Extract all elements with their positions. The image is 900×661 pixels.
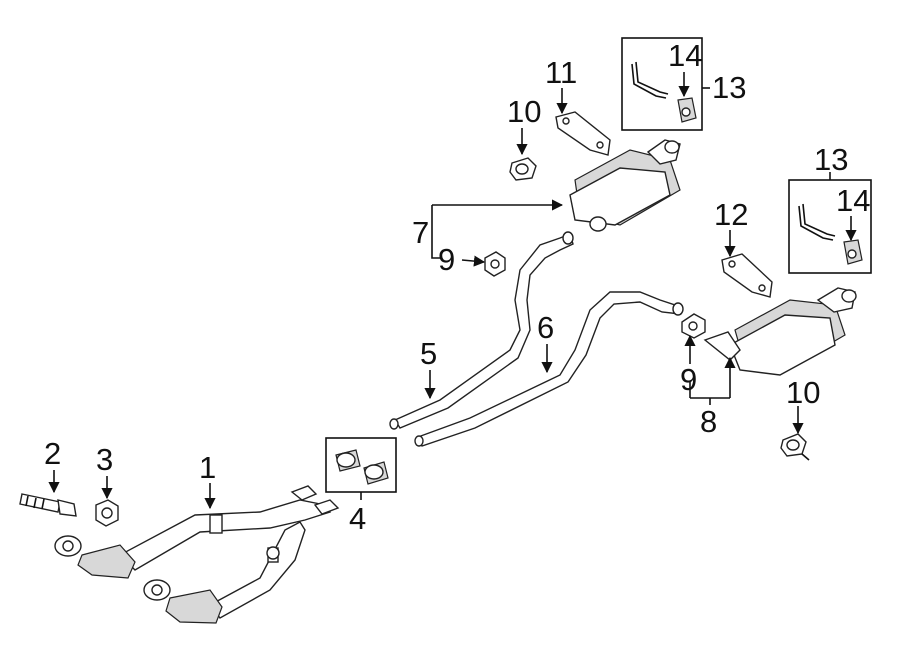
callout-11: 11 (545, 55, 577, 90)
callout-5: 5 (420, 336, 437, 371)
part-9-clamps (484, 251, 706, 339)
callout-4: 4 (349, 501, 366, 536)
callout-13-upper: 13 (712, 70, 746, 105)
part-6-intermediate-pipe-right (414, 291, 684, 447)
part-8-muffler-right (703, 287, 857, 376)
callout-10-left: 10 (507, 94, 541, 129)
callout-10-right: 10 (786, 375, 820, 410)
part-10-hanger-insulators (509, 157, 810, 461)
callout-1: 1 (199, 450, 216, 485)
callout-6: 6 (537, 310, 554, 345)
part-11-bracket-left (555, 111, 611, 156)
callout-2: 2 (44, 436, 61, 471)
callout-13-lower: 13 (814, 142, 848, 177)
callout-9-left: 9 (438, 242, 455, 277)
callout-14-upper: 14 (668, 38, 702, 73)
part-4-clamp-kit (325, 437, 397, 500)
callout-9-right: 9 (680, 362, 697, 397)
part-2-stud (19, 493, 77, 517)
callout-3: 3 (96, 442, 113, 477)
part-12-bracket-right (721, 253, 773, 298)
part-5-intermediate-pipe-left (389, 231, 574, 430)
part-13-hanger-kit-upper (621, 37, 703, 131)
callout-14-lower: 14 (836, 183, 870, 218)
part-1-y-pipe-converters (54, 485, 340, 624)
callout-7: 7 (412, 215, 429, 250)
part-3-nut (95, 499, 119, 527)
part-13-hanger-kit-lower (788, 179, 872, 274)
callout-8: 8 (700, 404, 717, 439)
leader-lines (48, 72, 857, 510)
part-7-muffler-left (569, 139, 681, 232)
callout-12: 12 (714, 197, 748, 232)
callout-labels: 1 2 3 4 5 6 7 8 9 9 10 10 11 12 13 13 14… (44, 38, 870, 536)
